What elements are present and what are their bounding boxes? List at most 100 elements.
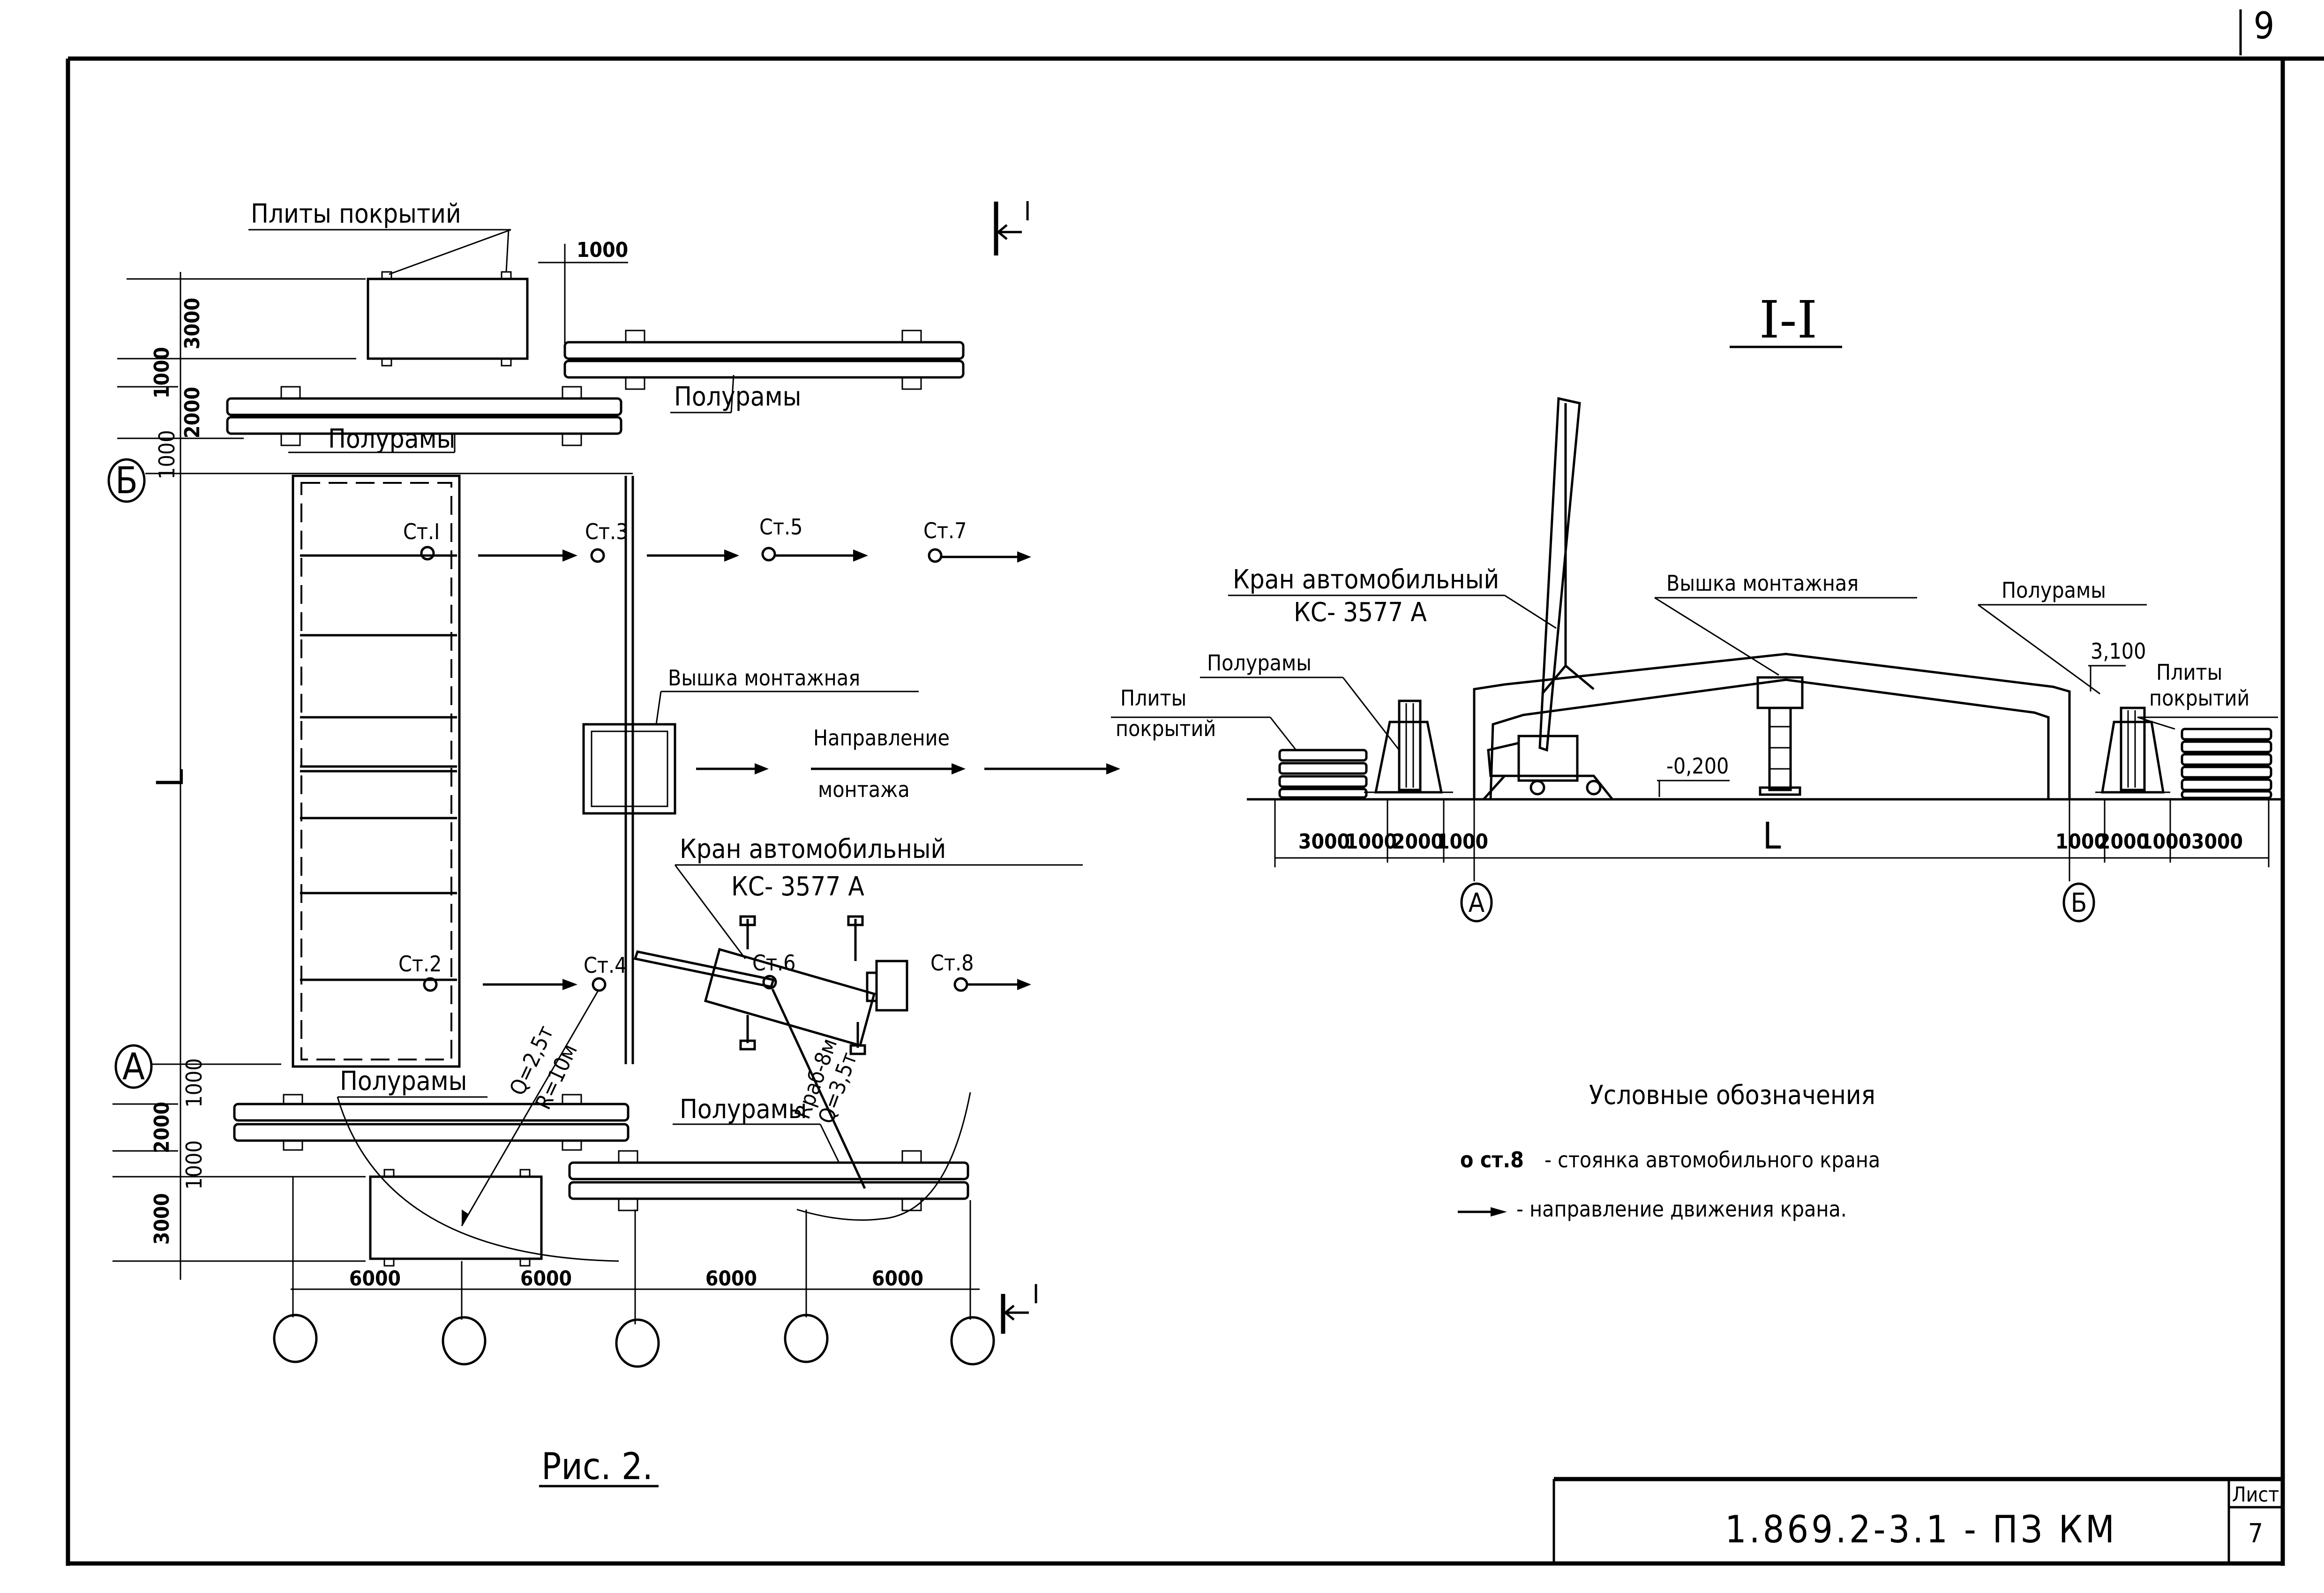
label-halfframes-bottom-right: Полурамы [680, 1094, 807, 1125]
svg-text:А: А [122, 1046, 145, 1088]
dim-section-left-1: 1000 [1345, 830, 1397, 854]
svg-text:Б: Б [2071, 888, 2087, 918]
station-row-top: Ст.I Ст.3 Ст.5 Ст.7 [403, 514, 1031, 563]
slab-stack-top [248, 229, 529, 367]
column-marker [273, 1314, 318, 1363]
assembly-tower-section [1756, 676, 1804, 796]
halfframe-stack-bottom-left [233, 1094, 630, 1151]
plan-view: Плиты покрытий 1000 Полурамы [107, 196, 1120, 1488]
station-row-bottom: Ст.2 Ст.4 Ст.6 Ст.8 [398, 950, 1031, 992]
dim-bottom-3: 6000 [872, 1267, 923, 1291]
document-code: 1.869.2-3.1 - ПЗ КМ [1725, 1508, 2117, 1551]
dim-v-top-2: 2000 [180, 387, 204, 438]
span-label-plan: L [150, 769, 192, 787]
dim-v-bottom-3: 3000 [150, 1193, 174, 1245]
station-marker [928, 548, 943, 563]
station-label: Ст.7 [923, 518, 967, 543]
slab-stack-section-right [2181, 728, 2272, 799]
sheet-number: 7 [2248, 1518, 2263, 1549]
column-marker [784, 1314, 829, 1363]
station-marker [423, 977, 438, 992]
station-label: Ст.3 [585, 519, 628, 544]
dim-bottom-1: 6000 [520, 1267, 572, 1291]
column-grid [273, 1177, 995, 1368]
station-marker [762, 975, 777, 990]
svg-text:I: I [1024, 196, 1031, 227]
slab-stack-section-left [1278, 749, 1368, 799]
svg-text:I: I [1033, 1279, 1040, 1310]
legend-symbol-station: о ст.8 [1460, 1147, 1524, 1172]
section-mark-top: I [994, 196, 1031, 255]
legend: Условные обозначения о ст.8 - стоянка ав… [1458, 1080, 1880, 1222]
building-roof-plan [292, 474, 634, 1068]
station-label: Ст.2 [398, 951, 442, 977]
dim-v-top-3: 1000 [154, 430, 180, 479]
halfframe-stack-section-right [2095, 706, 2170, 794]
station-marker [420, 546, 435, 561]
section-view: I-I Кран автомобильный КС- 3577 А [1111, 290, 2283, 923]
sheet-frame [66, 9, 2324, 1566]
slab-stack-bottom [369, 1169, 543, 1267]
label-halfframes-section-right: Полурамы [2002, 578, 2106, 603]
column-marker [950, 1316, 995, 1366]
column-marker [615, 1318, 660, 1368]
label-tower-plan: Вышка монтажная [668, 665, 860, 691]
label-halfframes-top-right: Полурамы [674, 382, 801, 412]
label-crane-plan-2: КС- 3577 А [731, 872, 864, 902]
svg-text:Б: Б [115, 460, 138, 502]
elev-high: 3,100 [2091, 639, 2146, 664]
label-halfframes-top-left: Полурамы [328, 424, 455, 454]
label-slabs-top: Плиты покрытий [251, 199, 461, 229]
halfframe-stack-section-left [1364, 699, 1453, 794]
axis-marker-a-plan: А [114, 1044, 153, 1089]
dim-v-bottom-2: 1000 [181, 1140, 207, 1189]
label-slabs-section-left-2: покрытий [1116, 716, 1216, 741]
station-label: Ст.6 [752, 950, 795, 976]
dim-section-left-2: 2000 [1392, 830, 1444, 854]
label-slabs-section-left-1: Плиты [1120, 685, 1186, 711]
label-direction-2: монтажа [818, 777, 910, 802]
label-slabs-section-right-1: Плиты [2156, 660, 2222, 685]
label-slabs-section-right-2: покрытий [2149, 685, 2249, 711]
axis-marker-b-plan: Б [107, 458, 146, 503]
dim-section-right-3: 3000 [2191, 830, 2243, 854]
label-direction-1: Направление [813, 725, 950, 751]
dim-section-right-1: 2000 [2098, 830, 2149, 854]
label-crane-plan-1: Кран автомобильный [680, 834, 946, 864]
title-block: 1.869.2-3.1 - ПЗ КМ Лист 7 [1552, 1477, 2283, 1563]
elev-low: -0,200 [1666, 753, 1729, 779]
label-halfframes-bottom-left: Полурамы [340, 1066, 467, 1097]
station-label: Ст.5 [759, 514, 802, 540]
legend-title: Условные обозначения [1589, 1080, 1875, 1111]
label-crane-section-2: КС- 3577 А [1294, 597, 1427, 628]
span-label-section: L [1762, 815, 1781, 857]
dim-v-top-0: 3000 [180, 298, 204, 349]
section-mark-bottom: I [1001, 1279, 1040, 1334]
page-number: 9 [2254, 5, 2275, 47]
station-label: Ст.4 [584, 953, 627, 978]
dim-section-right-2: 1000 [2140, 830, 2191, 854]
dim-v-bottom-1: 2000 [150, 1102, 174, 1153]
axis-marker-a-section: А [1460, 882, 1493, 923]
station-marker [953, 977, 968, 992]
assembly-direction-arrow [696, 763, 1120, 774]
figure-caption: Рис. 2. [541, 1446, 653, 1488]
halfframe-stack-bottom-right [568, 1123, 969, 1211]
axis-marker-b-section: Б [2062, 882, 2095, 923]
dim-section-left-0: 3000 [1298, 830, 1350, 854]
svg-text:А: А [1469, 888, 1485, 918]
dim-v-bottom-0: 1000 [181, 1058, 207, 1107]
halfframe-stack-top-left [226, 386, 622, 453]
sheet-label: Лист [2232, 1483, 2279, 1507]
dim-section-left-3: 1000 [1437, 830, 1488, 854]
mobile-crane-section [1483, 397, 1613, 800]
legend-arrow-icon [1458, 1207, 1507, 1217]
mobile-crane-plan [633, 915, 908, 1055]
station-label: Ст.8 [930, 950, 974, 976]
station-marker [761, 547, 776, 562]
assembly-tower-plan [582, 691, 919, 815]
halfframe-stack-top-right [563, 330, 965, 413]
label-crane-section-1: Кран автомобильный [1233, 564, 1499, 595]
dim-gap-top: 1000 [577, 238, 628, 262]
